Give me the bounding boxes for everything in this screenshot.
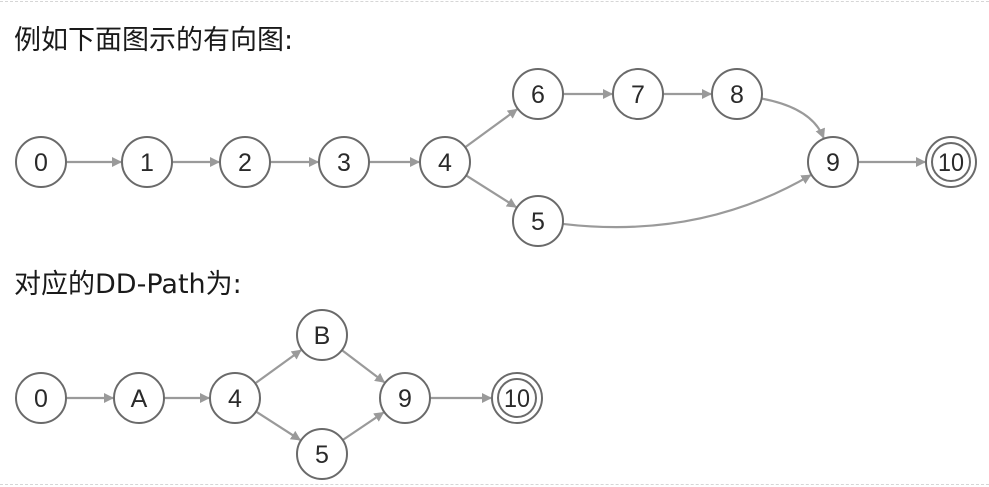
node-10-circle [491,372,543,424]
edge-8-to-9 [761,97,825,139]
dd-path-heading: 对应的DD-Path为: [14,269,242,300]
node-0-circle [15,136,67,188]
node-A: A [113,372,165,424]
node-A-circle [113,372,165,424]
node-4-circle [209,372,261,424]
node-8-circle [711,68,763,120]
node-4-label: 4 [228,385,242,413]
directed-graph: 0 1 2 3 4 5 6 7 8 9 10 [15,68,977,247]
dd-path-graph: 0 A 4 B 5 9 10 [15,309,543,480]
node-10-circle [925,136,977,188]
node-6-label: 6 [531,81,545,109]
node-1: 1 [121,136,173,188]
node-8-label: 8 [730,81,744,109]
node-6-circle [512,68,564,120]
node-4-label: 4 [438,149,452,177]
node-9: 9 [379,372,431,424]
node-B: B [296,309,348,361]
edge-4-to-5 [465,174,517,209]
node-2-circle [219,136,271,188]
directed-graph-heading: 例如下面图示的有向图: [14,25,294,56]
node-7-label: 7 [631,81,645,109]
node-10-label: 10 [938,149,964,177]
node-10: 10 [925,136,977,188]
node-9-label: 9 [398,385,412,413]
node-2-label: 2 [238,149,252,177]
node-5-label: 5 [531,208,545,236]
node-5: 5 [296,428,348,480]
node-1-label: 1 [140,149,154,177]
node-B-circle [296,309,348,361]
edge-4-to-B [254,349,302,385]
node-3-label: 3 [337,149,351,177]
node-B-label: B [314,322,331,350]
node-9: 9 [807,136,859,188]
node-7-circle [612,68,664,120]
edge-5-to-9 [562,174,812,229]
node-10-label: 10 [504,385,530,413]
bottom-dashed-divider [0,484,989,485]
node-8: 8 [711,68,763,120]
node-0: 0 [15,372,67,424]
node-3: 3 [318,136,370,188]
node-0: 0 [15,136,67,188]
node-9-label: 9 [826,149,840,177]
node-9-circle [807,136,859,188]
node-4: 4 [209,372,261,424]
node-6: 6 [512,68,564,120]
node-5-circle [512,195,564,247]
node-1-circle [121,136,173,188]
node-0-label: 0 [34,149,48,177]
node-5-label: 5 [315,441,329,469]
node-3-circle [318,136,370,188]
node-4-circle [419,136,471,188]
edge-5-to-9 [342,411,385,441]
node-0-circle [15,372,67,424]
top-dashed-divider [0,1,989,2]
edge-B-to-9 [341,349,386,384]
node-5-circle [296,428,348,480]
node-10: 10 [491,372,543,424]
node-0-label: 0 [34,385,48,413]
edge-4-to-5 [255,410,301,441]
node-4: 4 [419,136,471,188]
node-A-label: A [131,385,148,413]
node-10-inner-ring [931,142,971,182]
node-10-inner-ring [497,378,537,418]
edge-4-to-6 [464,108,518,149]
node-5: 5 [512,195,564,247]
node-2: 2 [219,136,271,188]
node-7: 7 [612,68,664,120]
node-9-circle [379,372,431,424]
